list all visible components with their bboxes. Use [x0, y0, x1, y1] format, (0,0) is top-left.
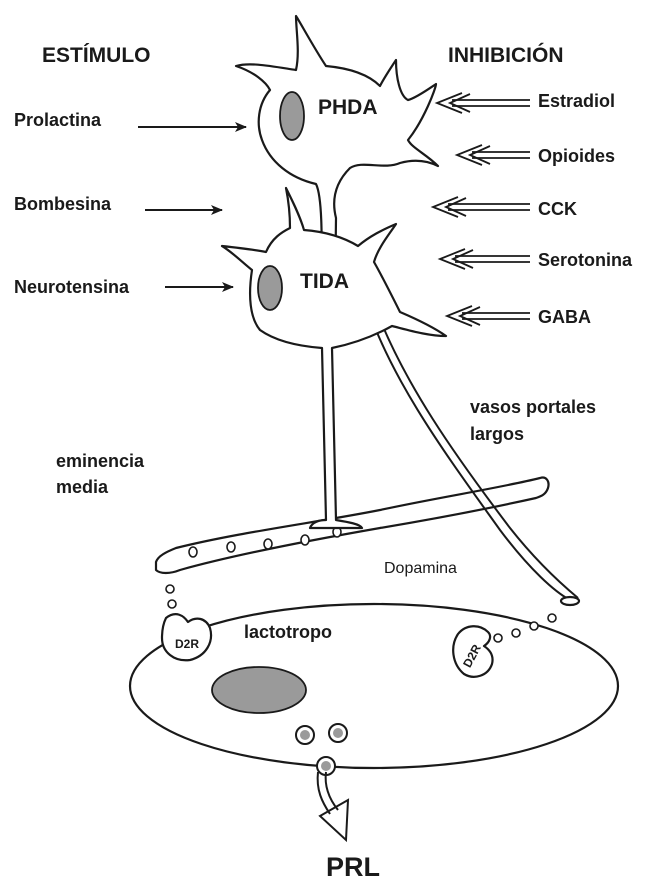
neuron-phda-label: PHDA	[318, 96, 378, 119]
long-portal-vessel-wall	[372, 298, 578, 598]
inhibitor-label-estradiol: Estradiol	[538, 91, 615, 111]
inhibitor-arrow-serotonina	[440, 249, 530, 269]
lactotroph-label: lactotropo	[244, 622, 332, 642]
inhibitor-label-cck: CCK	[538, 199, 577, 219]
stimulus-label-prolactina: Prolactina	[14, 110, 102, 130]
inhibition-header: INHIBICIÓN	[448, 43, 564, 67]
inhibitor-arrow-cck	[433, 197, 530, 217]
median-eminence-label-line1: eminencia	[56, 451, 145, 471]
prl-output-label: PRL	[326, 852, 380, 882]
inhibitor-arrow-estradiol	[437, 93, 530, 113]
neuron-tida-body	[222, 188, 446, 528]
stimulus-label-neurotensina: Neurotensina	[14, 277, 130, 297]
stimulus-label-bombesina: Bombesina	[14, 194, 112, 214]
dopamine-label: Dopamina	[384, 560, 457, 577]
inhibitor-label-gaba: GABA	[538, 307, 591, 327]
portal-vessels-label-line2: largos	[470, 424, 524, 444]
dopamine-vesicles-left	[166, 585, 176, 608]
d2-receptor-left-label: D2R	[175, 637, 199, 651]
neuron-tida-label: TIDA	[300, 270, 349, 293]
inhibitor-arrow-gaba	[447, 306, 530, 326]
neuron-tida-nucleus	[258, 266, 282, 310]
median-eminence-label-line2: media	[56, 477, 109, 497]
neuron-phda-nucleus	[280, 92, 304, 140]
long-portal-vessel-end	[561, 597, 579, 605]
lactotroph-nucleus	[212, 667, 306, 713]
inhibitor-label-serotonina: Serotonina	[538, 250, 633, 270]
prl-secretion-arrow	[318, 772, 348, 840]
inhibitor-arrow-opioides	[457, 145, 530, 165]
stimulus-header: ESTÍMULO	[42, 44, 151, 67]
inhibitor-label-opioides: Opioides	[538, 146, 615, 166]
portal-vessels-label-line1: vasos portales	[470, 397, 596, 417]
long-portal-vessel	[365, 300, 570, 600]
